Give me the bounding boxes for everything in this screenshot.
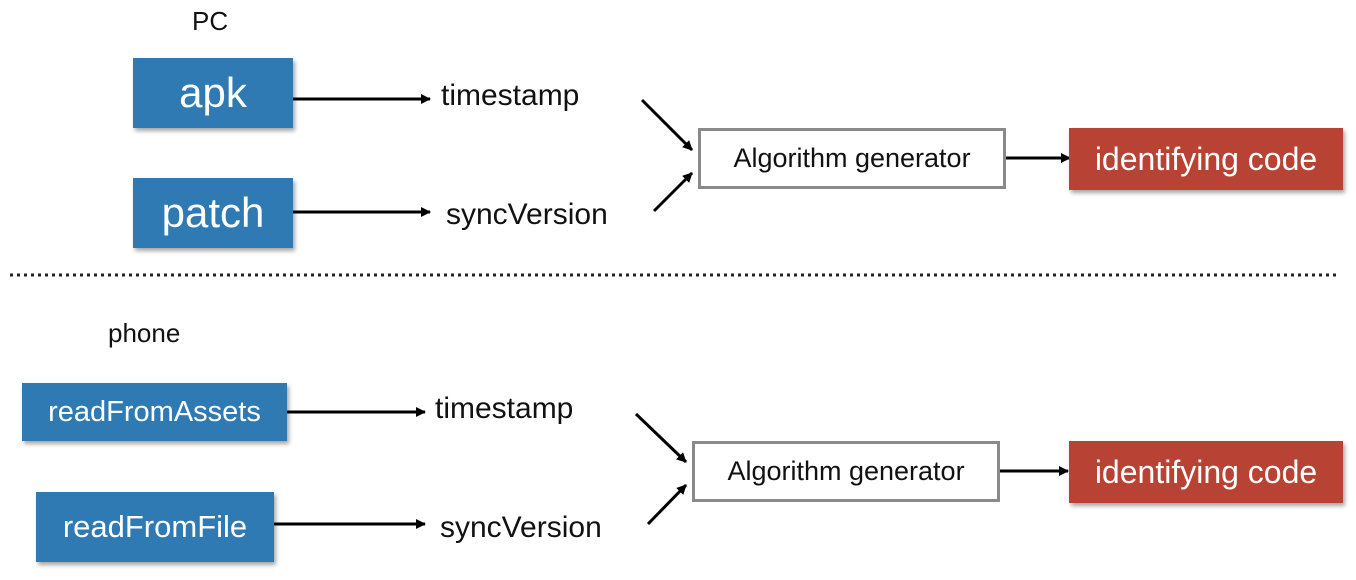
phone-syncversion-label: syncVersion — [440, 511, 602, 544]
pc-timestamp-label: timestamp — [441, 79, 580, 112]
arrow-timestamp-to-generator-phone — [634, 412, 688, 464]
phone-identifying-code-box: identifying code — [1069, 441, 1343, 503]
phone-section-label: phone — [108, 318, 181, 348]
phone-timestamp-label: timestamp — [435, 392, 574, 425]
pc-section-label: PC — [192, 6, 229, 36]
read-from-file-box: readFromFile — [36, 492, 274, 562]
pc-identifying-code-box: identifying code — [1069, 128, 1343, 190]
phone-algorithm-generator: Algorithm generator — [692, 441, 1000, 502]
patch-box: patch — [133, 178, 293, 248]
arrow-syncversion-to-generator-phone — [646, 483, 688, 526]
arrow-timestamp-to-generator — [640, 98, 694, 152]
read-from-assets-box: readFromAssets — [22, 383, 287, 441]
apk-box: apk — [133, 58, 293, 128]
pc-algorithm-generator: Algorithm generator — [698, 128, 1006, 189]
pc-syncversion-label: syncVersion — [446, 198, 608, 231]
arrow-syncversion-to-generator — [652, 171, 694, 213]
